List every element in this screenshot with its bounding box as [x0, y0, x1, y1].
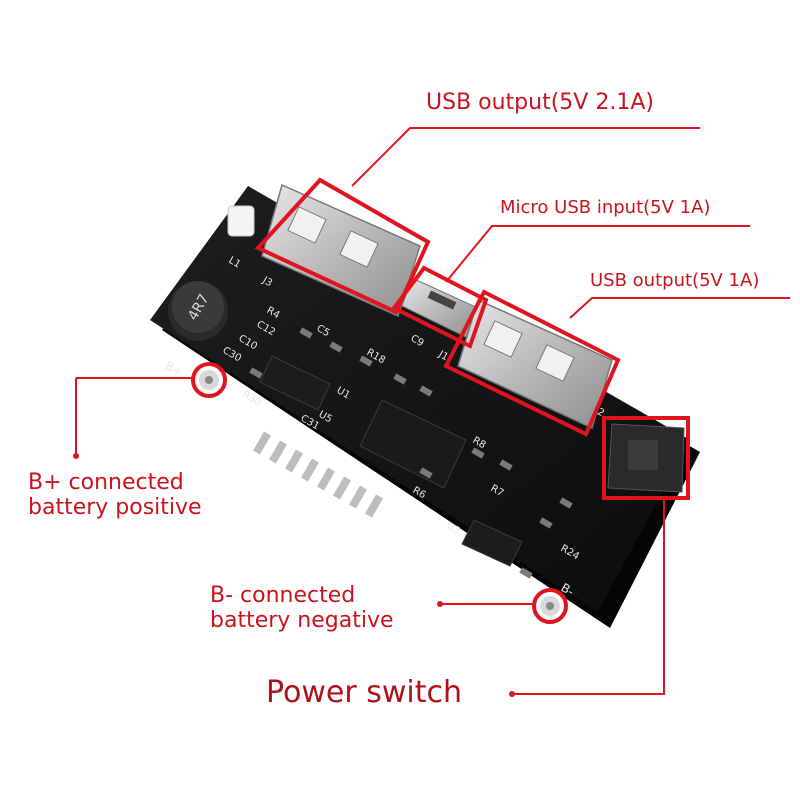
main-ic: [359, 399, 467, 489]
callout-boxes: [191, 177, 690, 624]
b-plus-pad: [199, 370, 219, 390]
silk-j1: J1: [436, 349, 450, 364]
secondary-ic: [259, 355, 523, 567]
b-plus-label-line1: B+ connected: [28, 470, 184, 495]
usb-1a-leader: [569, 297, 790, 319]
silk-l1: L1: [227, 255, 243, 270]
pin-header: [253, 431, 383, 518]
inductor: 4R7: [168, 281, 228, 341]
micro-usb-leader: [445, 225, 750, 283]
b-minus-label-line2: battery negative: [210, 608, 394, 634]
usb-2a-leader: [351, 127, 700, 187]
b-plus-leader: [75, 377, 194, 454]
usb-a-connector-1a: [457, 298, 613, 430]
board-surface: [150, 186, 690, 612]
micro-usb-input-label: Micro USB input(5V 1A): [500, 197, 711, 218]
b-minus-label-line1: B- connected: [210, 583, 356, 608]
leader-endpoints: [73, 453, 515, 697]
silk-j3: J3: [260, 275, 274, 290]
usb-a-connector-2a: [261, 183, 421, 318]
b-minus-pad: [540, 596, 560, 616]
silk-b-plus: B+: [163, 358, 186, 379]
smd-components: [249, 327, 573, 579]
leader-lines: [75, 127, 790, 695]
micro-usb-highlight-box: [390, 265, 489, 349]
b-plus-highlight-circle: [191, 362, 227, 398]
pcb-board: 4R7: [150, 183, 700, 628]
b-minus-label: B- connected battery negative: [210, 583, 394, 634]
usb-output-2a-label: USB output(5V 2.1A): [426, 90, 654, 115]
b-plus-label: B+ connected battery positive: [28, 470, 202, 521]
power-switch-highlight-box: [602, 416, 690, 500]
usb-output-1a-label: USB output(5V 1A): [590, 270, 760, 291]
b-minus-highlight-circle: [532, 588, 568, 624]
usb-2a-highlight-box: [254, 177, 431, 315]
led-indicator: [227, 205, 255, 237]
usb-1a-highlight-box: [443, 289, 621, 437]
power-switch-component: [607, 423, 685, 493]
b-plus-label-line2: battery positive: [28, 495, 202, 521]
power-switch-leader: [514, 498, 665, 695]
power-switch-label: Power switch: [266, 675, 463, 710]
